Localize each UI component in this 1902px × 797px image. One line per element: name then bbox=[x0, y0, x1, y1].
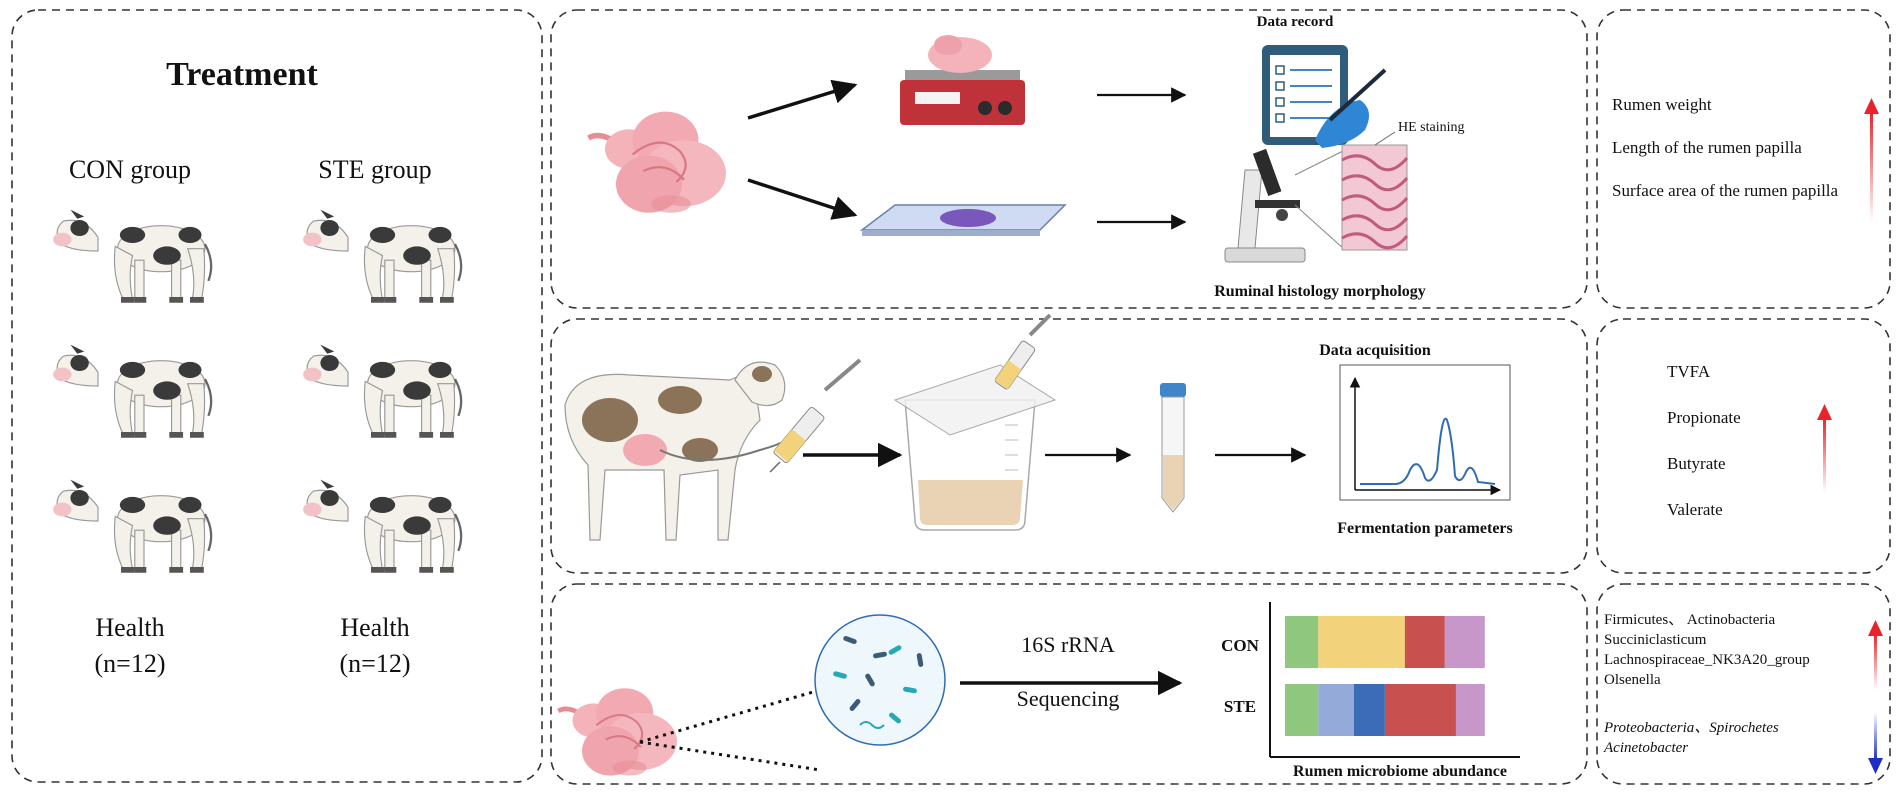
sampling-panel bbox=[550, 9, 1588, 309]
chromatogram-plot bbox=[1339, 364, 1511, 501]
calf-icon bbox=[301, 478, 463, 574]
con-bar-segment bbox=[1318, 616, 1405, 668]
microbiome-results-panel bbox=[1596, 583, 1891, 785]
syringe-icon bbox=[994, 313, 1052, 390]
con-bar-segment bbox=[1285, 616, 1319, 668]
rumen-result-label: Surface area of the rumen papilla bbox=[1612, 181, 1839, 200]
sample-tube-icon bbox=[1160, 383, 1186, 513]
con-bar-segment bbox=[1444, 616, 1485, 668]
rumen-organ-icon bbox=[558, 688, 677, 775]
microbiome-up-label: Olsenella bbox=[1604, 672, 1661, 688]
data-record-label: Data record bbox=[1257, 14, 1334, 30]
ste-health-label: Health bbox=[340, 613, 409, 642]
rumen-result-label: Length of the rumen papilla bbox=[1612, 138, 1802, 157]
beaker-icon bbox=[893, 364, 1057, 531]
calf-icon bbox=[301, 343, 463, 439]
data-acquisition-label: Data acquisition bbox=[1319, 342, 1431, 359]
calf-icon bbox=[52, 208, 213, 304]
seq-method-label: Sequencing bbox=[1017, 686, 1120, 711]
clipboard-icon bbox=[1262, 45, 1387, 148]
ste-bar-label: STE bbox=[1224, 697, 1256, 716]
fermentation-result-label: Valerate bbox=[1667, 500, 1723, 519]
he-staining-label: HE staining bbox=[1398, 120, 1465, 135]
rumen-result-label: Rumen weight bbox=[1612, 95, 1712, 114]
ste-bar-segment bbox=[1353, 684, 1385, 736]
con-bar-segment bbox=[1404, 616, 1445, 668]
calf-icon bbox=[301, 208, 463, 304]
increase-arrow-icon bbox=[1868, 620, 1883, 690]
fermentation-result-label: Butyrate bbox=[1667, 454, 1726, 473]
fermentation-results-panel bbox=[1596, 318, 1891, 574]
microbiome-up-label: Succiniclasticum bbox=[1604, 632, 1707, 648]
arrow-to-scale bbox=[747, 79, 858, 120]
balance-scale-icon bbox=[900, 35, 1025, 125]
sequencing-panel bbox=[550, 583, 1588, 785]
calf-icon bbox=[52, 343, 213, 439]
ste-bar-segment bbox=[1285, 684, 1319, 736]
syringe-icon bbox=[769, 358, 862, 473]
calf-icon bbox=[52, 478, 213, 574]
ste-bar-segment bbox=[1384, 684, 1456, 736]
con-group-label: CON group bbox=[69, 155, 191, 184]
microbiome-up-label: Lachnospiraceae_NK3A20_group bbox=[1604, 652, 1810, 668]
increase-arrow-icon bbox=[1817, 404, 1832, 493]
histology-label: Ruminal histology morphology bbox=[1214, 283, 1426, 300]
seq-method-label: 16S rRNA bbox=[1021, 632, 1115, 657]
fermentation-panel bbox=[550, 318, 1588, 574]
ste-n-label: (n=12) bbox=[340, 649, 411, 678]
increase-arrow-icon bbox=[1864, 98, 1879, 222]
fermentation-parameters-label: Fermentation parameters bbox=[1337, 520, 1513, 537]
microbiome-up-label: Firmicutes、 Actinobacteria bbox=[1604, 612, 1776, 628]
treatment-panel bbox=[11, 9, 543, 783]
he-staining-inset bbox=[1341, 131, 1409, 251]
microbiome-down-label: Acinetobacter bbox=[1603, 740, 1688, 756]
tissue-slide-icon bbox=[859, 204, 1067, 236]
ste-bar-segment bbox=[1318, 684, 1354, 736]
microbe-circle-icon bbox=[814, 614, 946, 746]
abundance-stacked-bars bbox=[1269, 602, 1520, 758]
con-n-label: (n=12) bbox=[95, 649, 166, 678]
abundance-caption: Rumen microbiome abundance bbox=[1293, 763, 1507, 780]
ste-group-label: STE group bbox=[318, 155, 431, 184]
microscope-icon bbox=[1224, 148, 1346, 263]
treatment-title: Treatment bbox=[166, 56, 318, 93]
fermentation-result-label: TVFA bbox=[1667, 362, 1711, 381]
arrow-to-slide bbox=[747, 178, 858, 220]
rumen-results-panel bbox=[1596, 9, 1891, 309]
decrease-arrow-icon bbox=[1868, 712, 1883, 774]
microbiome-down-label: Proteobacteria、Spirochetes bbox=[1603, 720, 1779, 736]
ste-bar-segment bbox=[1455, 684, 1485, 736]
fermentation-result-label: Propionate bbox=[1667, 408, 1741, 427]
rumen-organ-icon bbox=[589, 112, 727, 213]
cow-cannula-icon bbox=[564, 361, 801, 541]
con-bar-label: CON bbox=[1221, 636, 1260, 655]
con-health-label: Health bbox=[95, 613, 164, 642]
